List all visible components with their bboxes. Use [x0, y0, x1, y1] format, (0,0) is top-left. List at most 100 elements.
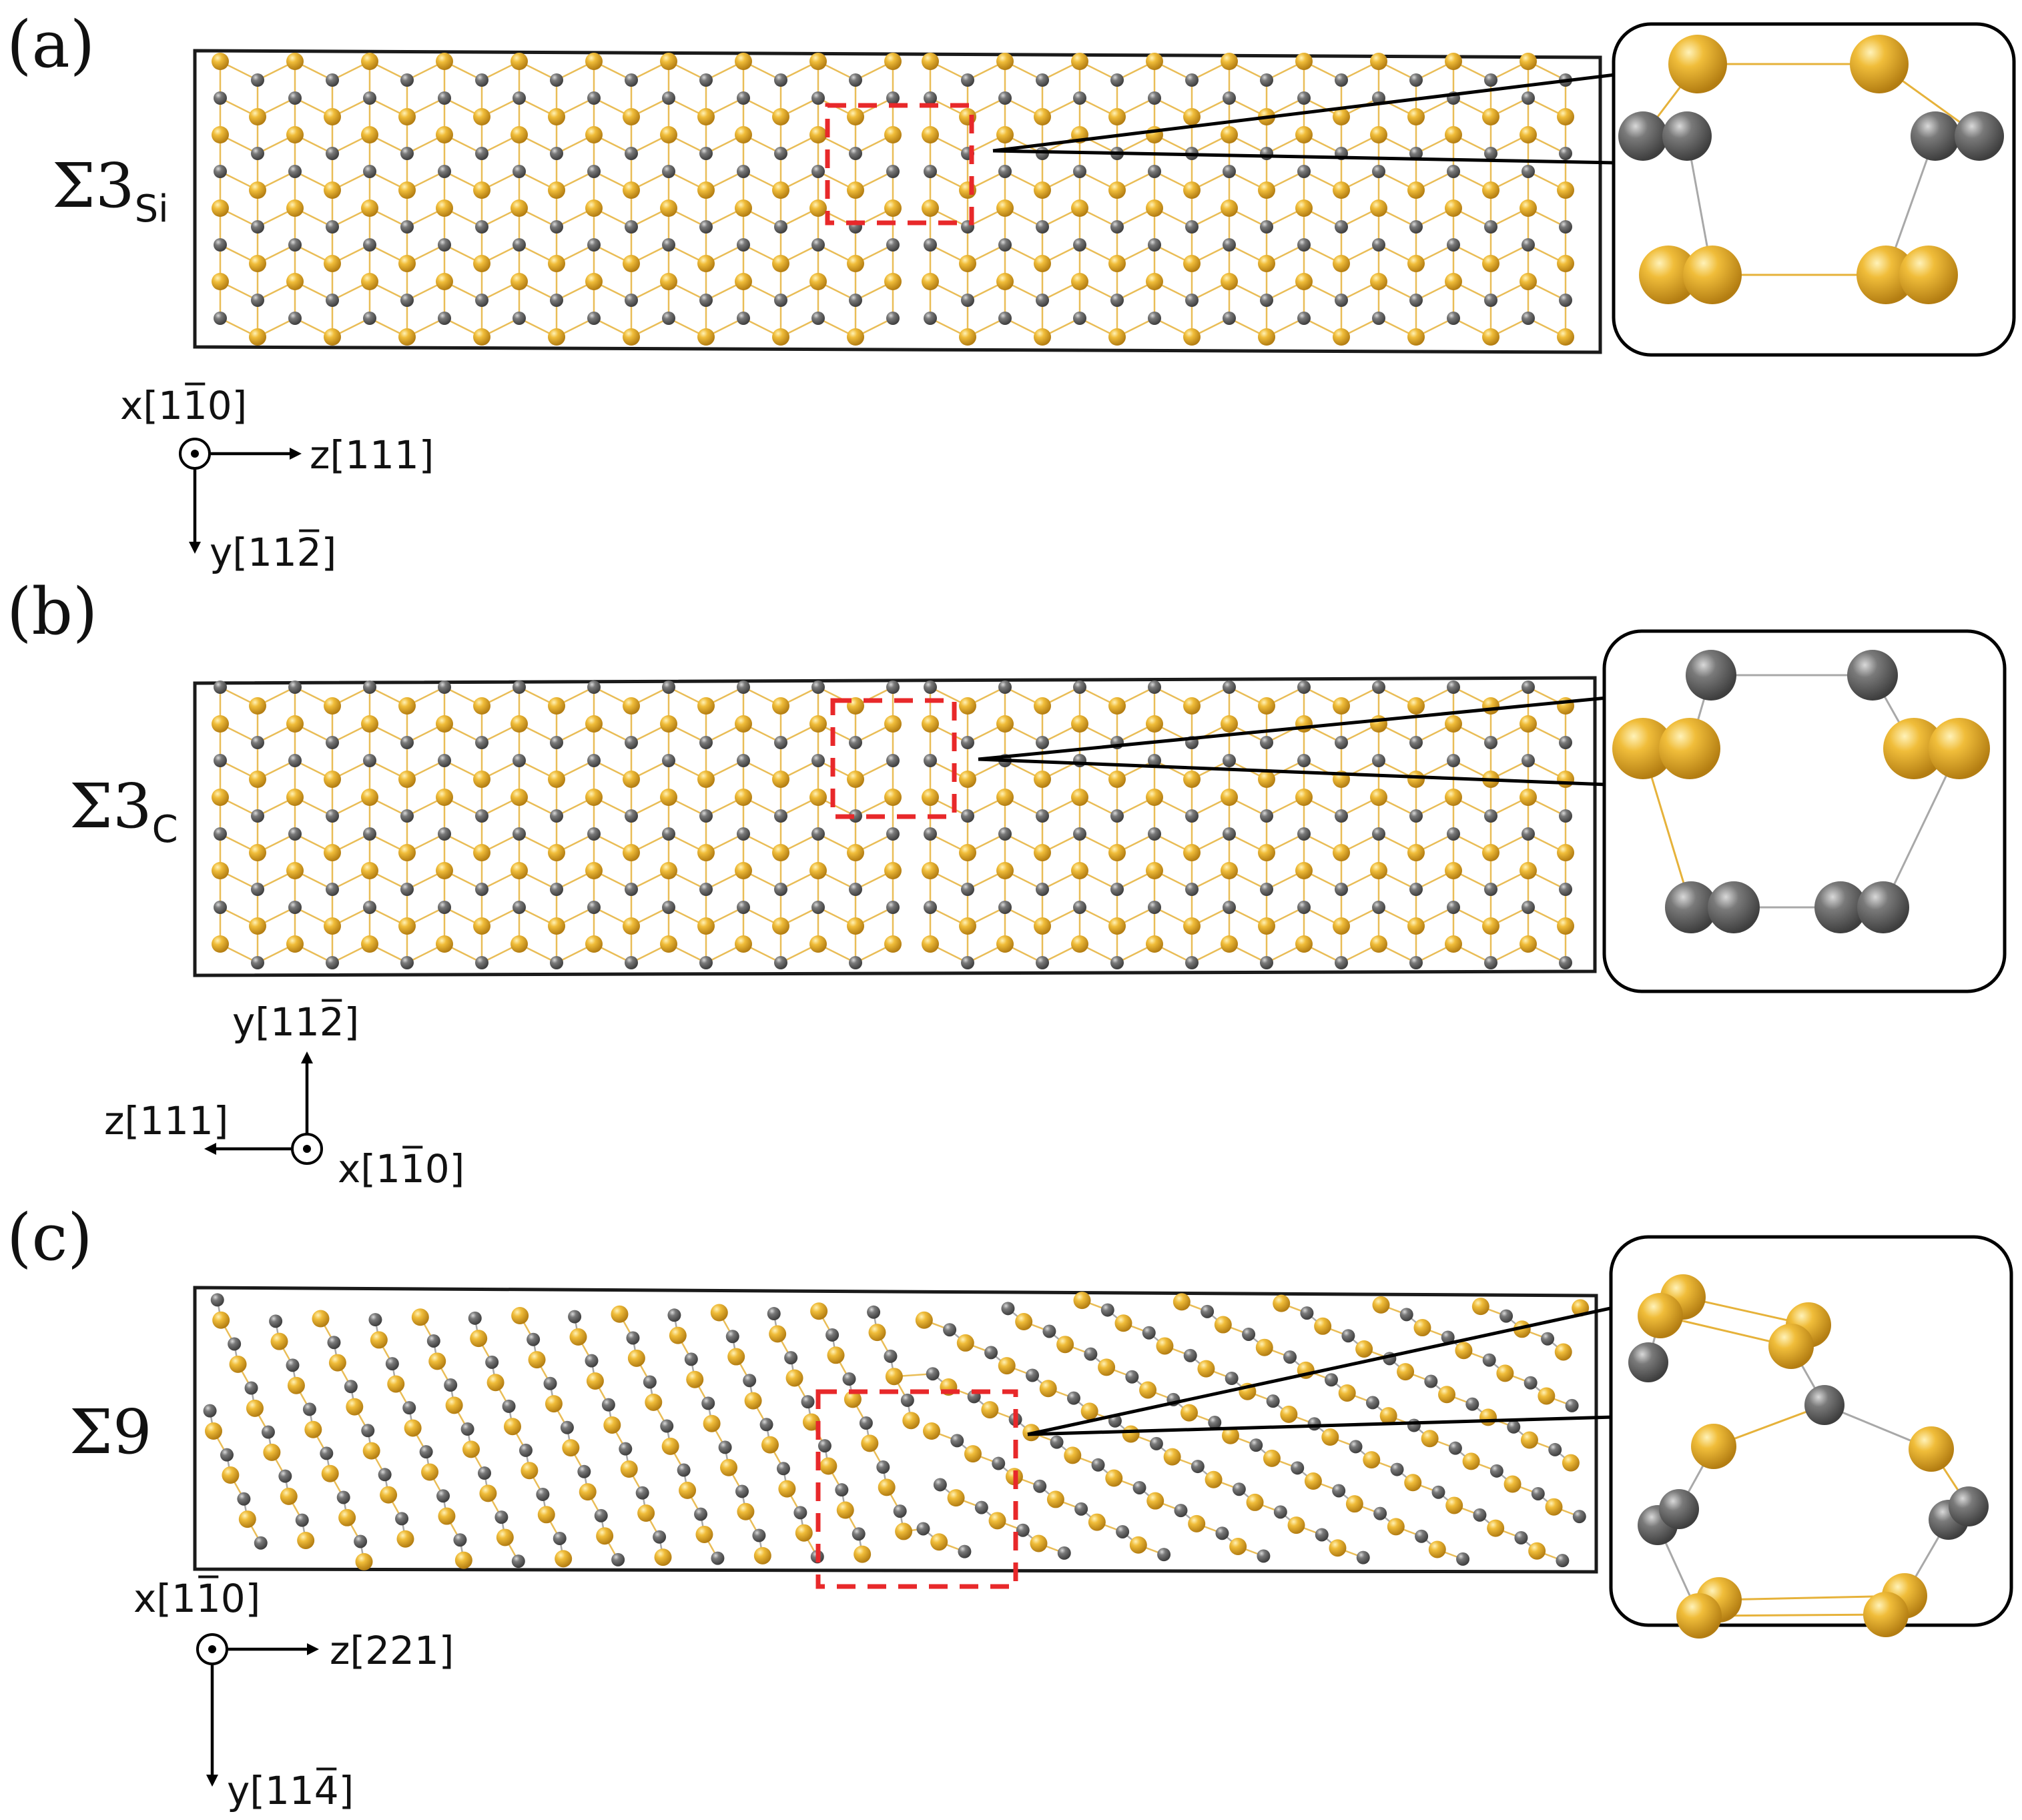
si-atom: [1370, 53, 1387, 70]
si-atom: [1321, 1428, 1339, 1446]
si-atom: [1407, 181, 1425, 199]
c-atom: [587, 165, 601, 178]
si-atom: [996, 789, 1014, 806]
si-atom: [1046, 1490, 1064, 1508]
si-atom: [297, 1531, 315, 1549]
panel-a-inset-atoms: [1618, 35, 2004, 304]
c-atom: [886, 312, 900, 325]
c-atom: [286, 1358, 300, 1372]
si-atom: [1263, 1449, 1281, 1467]
c-atom: [1559, 809, 1572, 823]
si-atom: [1445, 789, 1462, 806]
si-atom: [370, 1331, 388, 1349]
si-atom: [654, 1548, 672, 1566]
c-atom: [1548, 1442, 1562, 1456]
si-atom: [1333, 844, 1350, 861]
si-atom: [396, 1530, 414, 1548]
c-atom: [1260, 736, 1273, 749]
c-atom: [269, 1314, 283, 1328]
panel-c-boundary-box: [815, 1389, 1018, 1589]
c-atom: [438, 754, 451, 767]
si-atom: [660, 715, 677, 733]
si-atom: [772, 917, 789, 935]
c-atom: [625, 956, 638, 969]
si-atom: [884, 53, 902, 70]
c-atom: [1409, 294, 1423, 307]
c-atom: [737, 91, 750, 105]
c-atom: [1223, 901, 1236, 914]
si-atom: [1080, 1402, 1098, 1420]
c-atom: [288, 680, 302, 694]
c-atom: [363, 312, 376, 325]
c-atom: [1260, 883, 1273, 896]
c-atom: [1499, 1309, 1513, 1323]
si-atom: [1612, 718, 1674, 779]
c-atom: [801, 1395, 815, 1409]
si-atom: [361, 126, 378, 143]
c-atom: [998, 901, 1012, 914]
si-atom: [735, 126, 752, 143]
c-atom: [251, 736, 264, 749]
c-atom: [1556, 1554, 1570, 1568]
si-atom: [1445, 273, 1462, 290]
panel-b-axis-out-label: x[11̅0]: [338, 1145, 464, 1192]
si-atom: [249, 108, 266, 125]
si-atom: [959, 917, 976, 935]
c-atom: [1409, 73, 1423, 87]
c-atom: [1223, 165, 1236, 178]
c-atom: [1424, 1374, 1438, 1388]
c-atom: [438, 680, 451, 694]
c-atom: [711, 1551, 725, 1565]
c-atom: [1297, 827, 1311, 841]
si-atom: [205, 1422, 222, 1440]
c-atom: [735, 1484, 749, 1498]
c-atom: [1185, 294, 1199, 307]
panel-c-label: (c): [7, 1200, 93, 1275]
panel-a-axis-out-label: x[11̅0]: [120, 382, 247, 428]
si-atom: [669, 1326, 687, 1344]
c-atom: [550, 809, 563, 823]
si-atom: [847, 108, 864, 125]
c-atom: [660, 1419, 674, 1433]
si-atom: [1181, 1404, 1199, 1422]
si-atom: [1338, 1384, 1356, 1402]
si-atom: [996, 935, 1014, 953]
c-atom: [475, 147, 488, 160]
c-atom: [752, 1528, 766, 1542]
si-atom: [1221, 1426, 1239, 1444]
si-atom: [511, 1307, 529, 1325]
si-atom: [537, 1506, 555, 1524]
c-atom: [1050, 1435, 1064, 1449]
c-atom: [585, 1354, 599, 1368]
si-atom: [1545, 1498, 1563, 1516]
si-atom: [1370, 789, 1387, 806]
c-atom: [251, 883, 264, 896]
si-atom: [1455, 1342, 1473, 1360]
si-atom: [1295, 715, 1313, 733]
c-atom: [1324, 1373, 1338, 1387]
panel-c-horizontal-arrowhead: [307, 1643, 319, 1655]
si-atom: [885, 1368, 903, 1386]
si-atom: [1039, 1380, 1057, 1398]
si-atom: [810, 1302, 828, 1320]
si-atom: [1071, 715, 1088, 733]
c-atom: [1110, 220, 1124, 234]
si-atom: [847, 328, 864, 346]
c-atom: [1335, 220, 1348, 234]
c-atom: [1448, 1441, 1462, 1455]
si-atom: [1073, 1292, 1091, 1310]
si-atom: [1638, 1293, 1683, 1338]
si-atom: [1520, 935, 1537, 953]
si-atom: [569, 1328, 587, 1346]
si-atom: [1333, 697, 1350, 715]
c-atom: [924, 754, 937, 767]
si-atom: [847, 844, 864, 861]
c-atom: [302, 1402, 316, 1416]
si-atom: [737, 1502, 755, 1520]
c-atom: [1949, 1486, 1989, 1526]
c-atom: [1148, 238, 1161, 252]
si-atom: [361, 935, 378, 953]
c-atom: [363, 238, 376, 252]
c-atom: [327, 1336, 341, 1350]
